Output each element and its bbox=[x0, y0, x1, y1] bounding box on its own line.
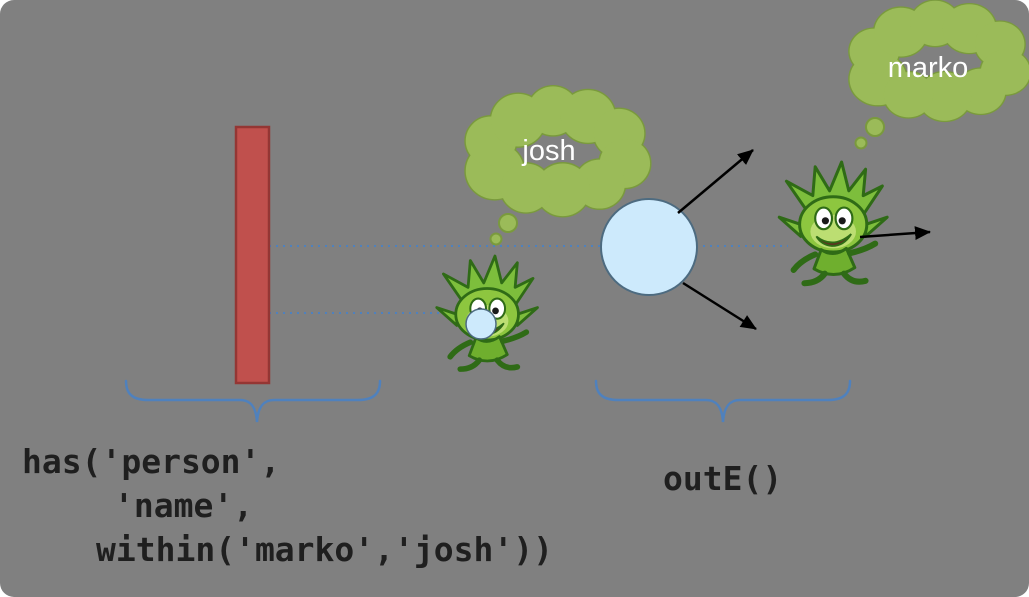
thought-bubble-label-josh: josh bbox=[521, 135, 575, 167]
thought-bubble-label-marko: marko bbox=[888, 52, 969, 84]
filter-code-line-3: within('marko','josh')) bbox=[96, 530, 553, 569]
traverser-arrow-right bbox=[859, 226, 931, 241]
vertex-circle bbox=[600, 198, 698, 296]
held-vertex-circle bbox=[465, 308, 497, 340]
out-edge-arrow-upper bbox=[677, 149, 754, 214]
bubble-trail-josh bbox=[489, 213, 518, 246]
bubble-trail-marko bbox=[854, 117, 885, 150]
filter-brace bbox=[124, 379, 382, 423]
out-edge-label: outE() bbox=[663, 459, 782, 498]
filter-code-line-1: has('person', bbox=[22, 442, 280, 481]
filter-code-line-2: 'name', bbox=[114, 486, 253, 525]
out-edge-arrow-lower bbox=[682, 281, 757, 331]
filter-bar bbox=[234, 125, 271, 385]
out-edge-brace bbox=[594, 379, 852, 423]
